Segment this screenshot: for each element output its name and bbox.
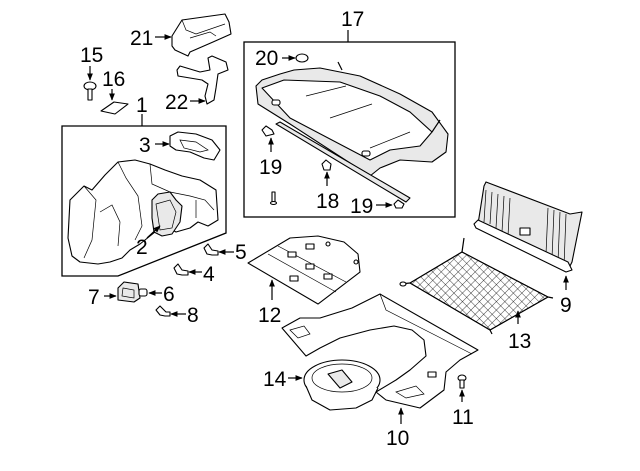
callout-14[interactable]: 14: [263, 368, 287, 391]
callout-22[interactable]: 22: [165, 91, 188, 114]
callout-6[interactable]: 6: [163, 283, 175, 306]
callout-16[interactable]: 16: [102, 68, 125, 91]
part-17-box: [243, 41, 456, 218]
callout-15[interactable]: 15: [80, 44, 103, 67]
part-14-storage-tray[interactable]: [303, 359, 381, 411]
part-17-trim-strip[interactable]: [275, 121, 411, 203]
part-18-clip[interactable]: [321, 159, 332, 171]
part-6-bulb-socket[interactable]: [138, 288, 148, 297]
part-15-bolt[interactable]: [83, 81, 97, 101]
callout-7[interactable]: 7: [88, 286, 100, 309]
part-13-cargo-net[interactable]: [399, 237, 554, 335]
part-3-trim-cover[interactable]: [169, 131, 221, 161]
part-8-screw[interactable]: [155, 305, 171, 317]
part-17-package-tray[interactable]: [255, 61, 449, 177]
part-16-label[interactable]: [100, 101, 129, 115]
part-21-cover[interactable]: [171, 13, 232, 57]
callout-3[interactable]: 3: [139, 134, 151, 157]
part-11-push-pin[interactable]: [457, 374, 467, 389]
part-5-push-pin[interactable]: [203, 243, 219, 256]
callout-19b[interactable]: 19: [350, 195, 373, 218]
callout-1[interactable]: 1: [136, 94, 148, 117]
part-19-clip-b[interactable]: [393, 199, 405, 209]
part-1-box: [61, 125, 227, 277]
part-7-trunk-lamp[interactable]: [117, 281, 141, 303]
callout-18[interactable]: 18: [316, 190, 339, 213]
leader-2: [146, 225, 161, 239]
callout-19a[interactable]: 19: [259, 156, 282, 179]
part-4-push-pin[interactable]: [173, 263, 189, 276]
part-1-quarter-trim-panel[interactable]: [67, 159, 219, 265]
part-22-bracket[interactable]: [176, 55, 229, 105]
callout-12[interactable]: 12: [258, 304, 281, 327]
callout-11[interactable]: 11: [452, 406, 474, 429]
part-9-rear-panel-trim[interactable]: [473, 181, 583, 273]
callout-21[interactable]: 21: [130, 27, 153, 50]
callout-5[interactable]: 5: [235, 241, 247, 264]
callout-13[interactable]: 13: [508, 330, 531, 353]
package-tray-screw[interactable]: [269, 191, 278, 206]
callout-20[interactable]: 20: [255, 47, 278, 70]
part-12-floor-cover[interactable]: [247, 235, 361, 305]
part-19-clip[interactable]: [261, 125, 275, 137]
callout-17[interactable]: 17: [341, 8, 364, 31]
callout-10[interactable]: 10: [386, 427, 409, 450]
callout-9[interactable]: 9: [560, 294, 572, 317]
part-20-plug[interactable]: [295, 53, 309, 63]
callout-2[interactable]: 2: [136, 236, 148, 259]
callout-8[interactable]: 8: [187, 304, 199, 327]
callout-4[interactable]: 4: [203, 263, 215, 286]
